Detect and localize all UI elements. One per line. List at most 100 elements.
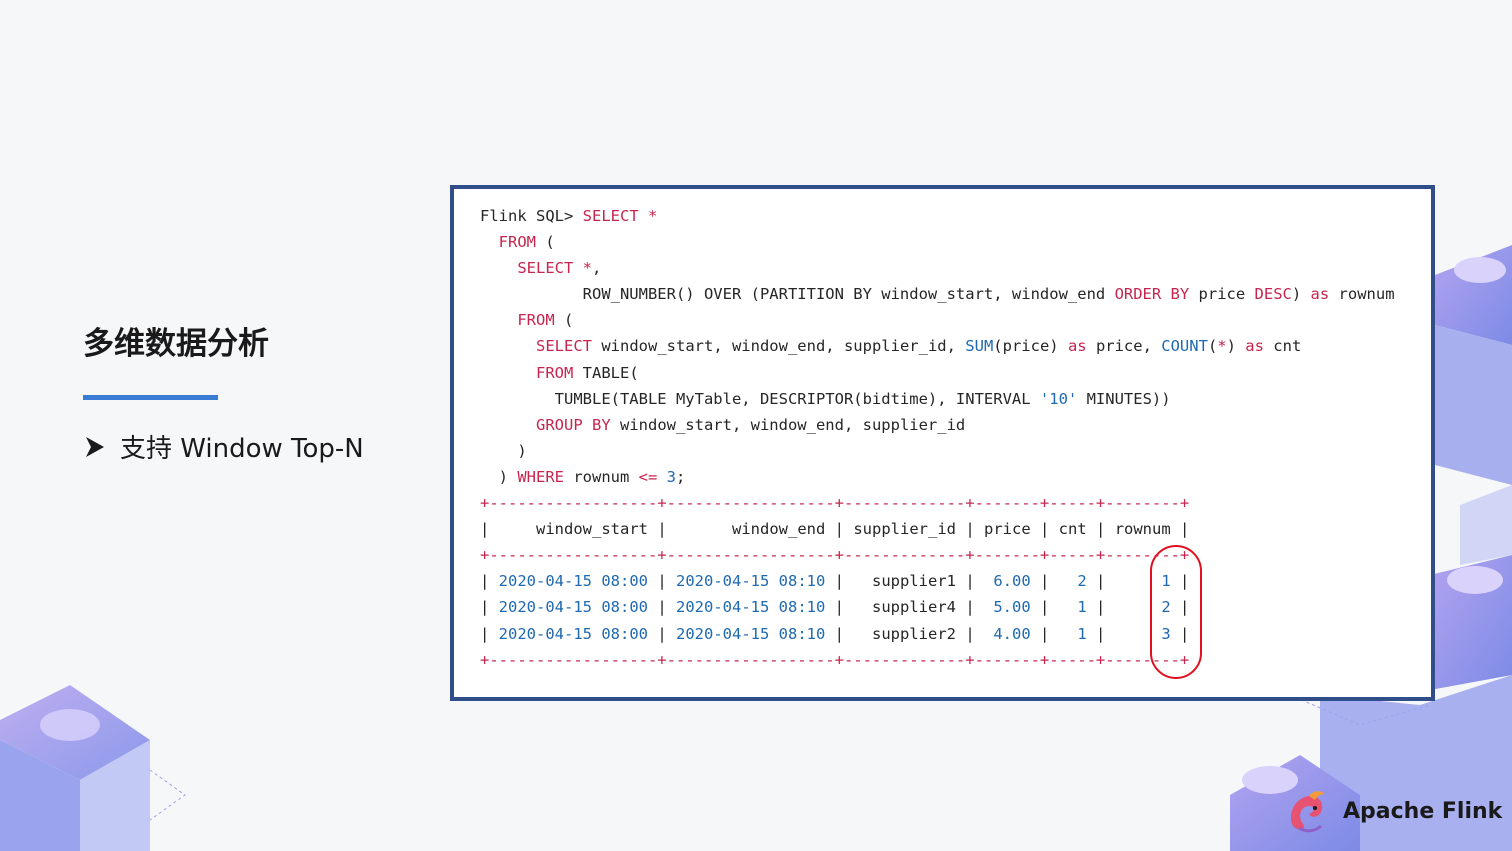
table-pipe: | (1040, 598, 1050, 617)
table-header-cell: price (974, 520, 1040, 539)
table-cell: 1 (1049, 624, 1097, 643)
code-token: Flink SQL> (480, 207, 583, 225)
table-pipe: | (1180, 572, 1190, 591)
table-pipe: | (1180, 520, 1190, 539)
table-pipe: | (1040, 572, 1050, 591)
table-pipe: | (1096, 624, 1106, 643)
table-pipe: | (834, 520, 844, 539)
decorative-cubes-right (1230, 245, 1512, 851)
code-token: ( (1207, 337, 1218, 356)
title-underline (83, 395, 218, 400)
table-cell: 1 (1105, 572, 1181, 591)
table-cell: 1 (1049, 598, 1097, 617)
code-token: , (591, 259, 602, 278)
sql-keyword: * (1217, 337, 1227, 356)
code-token: ; (676, 467, 686, 486)
table-pipe: | (480, 572, 490, 591)
table-pipe: | (657, 572, 667, 591)
table-pipe: | (1096, 572, 1106, 591)
table-cell: 5.00 (974, 598, 1040, 617)
code-line: SELECT *, (480, 255, 1395, 281)
code-line: GROUP BY window_start, window_end, suppl… (480, 412, 1395, 438)
logo-text: Apache Flink (1343, 798, 1503, 824)
code-token (480, 259, 517, 277)
sql-keyword: as (1245, 337, 1264, 356)
code-token: price (1189, 285, 1255, 304)
code-token (657, 468, 666, 486)
table-cell: supplier4 (844, 598, 966, 617)
code-token (480, 364, 536, 382)
arrow-bullet-icon (86, 436, 104, 457)
code-line: ) (480, 438, 1395, 464)
code-token: '10' (1039, 389, 1078, 408)
table-pipe: | (1096, 598, 1106, 617)
table-pipe: | (834, 598, 844, 617)
code-line: Flink SQL> SELECT * (480, 203, 1395, 229)
table-pipe: | (480, 520, 490, 539)
table-pipe: | (965, 598, 975, 617)
sql-keyword: <= (638, 467, 658, 486)
sql-keyword: FROM (536, 363, 574, 382)
table-row: | 2020-04-15 08:00 | 2020-04-15 08:10 | … (480, 594, 1395, 620)
code-token (480, 311, 517, 329)
code-token: cnt (1263, 337, 1302, 356)
code-token (480, 337, 536, 355)
table-pipe: | (965, 624, 975, 643)
code-line: ROW_NUMBER() OVER (PARTITION BY window_s… (480, 281, 1395, 307)
code-token (480, 233, 499, 251)
code-token: (price) (993, 337, 1068, 356)
table-pipe: | (965, 572, 975, 591)
table-header-cell: window_start (489, 520, 658, 539)
slide-title: 多维数据分析 (83, 326, 269, 362)
table-border-text: +------------------+------------------+-… (480, 494, 1190, 513)
code-token: ROW_NUMBER() OVER (PARTITION BY window_s… (480, 285, 1115, 304)
table-cell: supplier1 (844, 572, 966, 591)
table-pipe: | (1180, 598, 1190, 617)
sql-keyword: ORDER BY (1114, 285, 1190, 304)
table-cell: 2020-04-15 08:10 (666, 572, 835, 591)
code-token: rownum (1329, 285, 1395, 304)
table-cell: 4.00 (974, 624, 1040, 643)
decorative-cubes-left (0, 685, 186, 851)
table-cell: 2 (1105, 598, 1181, 617)
table-cell: 2020-04-15 08:10 (666, 598, 835, 617)
squirrel-logo-icon (1290, 791, 1325, 833)
code-token: window_start, window_end, supplier_id (610, 415, 966, 434)
sql-code-block: Flink SQL> SELECT * FROM ( SELECT *, ROW… (480, 203, 1395, 673)
table-border-text: +------------------+------------------+-… (480, 650, 1190, 669)
bullet-item: 支持 Window Top-N (84, 428, 364, 465)
code-token: ( (554, 311, 574, 330)
code-token: ( (536, 233, 555, 252)
code-token: ) (1291, 285, 1311, 304)
code-token: price, (1086, 337, 1162, 356)
table-header-cell: cnt (1049, 520, 1097, 539)
code-token: TUMBLE(TABLE MyTable, DESCRIPTOR(bidtime… (480, 389, 1040, 408)
table-cell: 6.00 (974, 572, 1040, 591)
code-token: ) (480, 441, 527, 460)
table-pipe: | (480, 598, 490, 617)
code-line: SELECT window_start, window_end, supplie… (480, 333, 1395, 359)
table-header-cell: supplier_id (844, 520, 966, 539)
table-pipe: | (834, 572, 844, 591)
code-token: ) (480, 467, 518, 486)
table-pipe: | (1180, 624, 1190, 643)
table-header-cell: window_end (666, 520, 835, 539)
table-pipe: | (1040, 624, 1050, 643)
code-token: SUM (965, 337, 994, 356)
sql-keyword: as (1310, 285, 1330, 304)
table-cell: supplier2 (844, 624, 966, 643)
code-line: FROM ( (480, 307, 1395, 333)
code-token: rownum (564, 467, 639, 486)
sql-keyword: SELECT * (582, 207, 658, 225)
table-pipe: | (480, 624, 490, 643)
apache-flink-logo: Apache Flink (1285, 788, 1502, 834)
code-panel: Flink SQL> SELECT * FROM ( SELECT *, ROW… (450, 185, 1435, 701)
code-token: window_start, window_end, supplier_id, (592, 337, 966, 356)
table-row: | 2020-04-15 08:00 | 2020-04-15 08:10 | … (480, 621, 1395, 647)
code-token: ) (1226, 337, 1246, 356)
table-pipe: | (834, 624, 844, 643)
bullet-text: 支持 Window Top-N (120, 434, 364, 464)
table-border: +------------------+------------------+-… (480, 490, 1395, 516)
table-cell: 2020-04-15 08:00 (489, 572, 658, 591)
code-line: TUMBLE(TABLE MyTable, DESCRIPTOR(bidtime… (480, 386, 1395, 412)
